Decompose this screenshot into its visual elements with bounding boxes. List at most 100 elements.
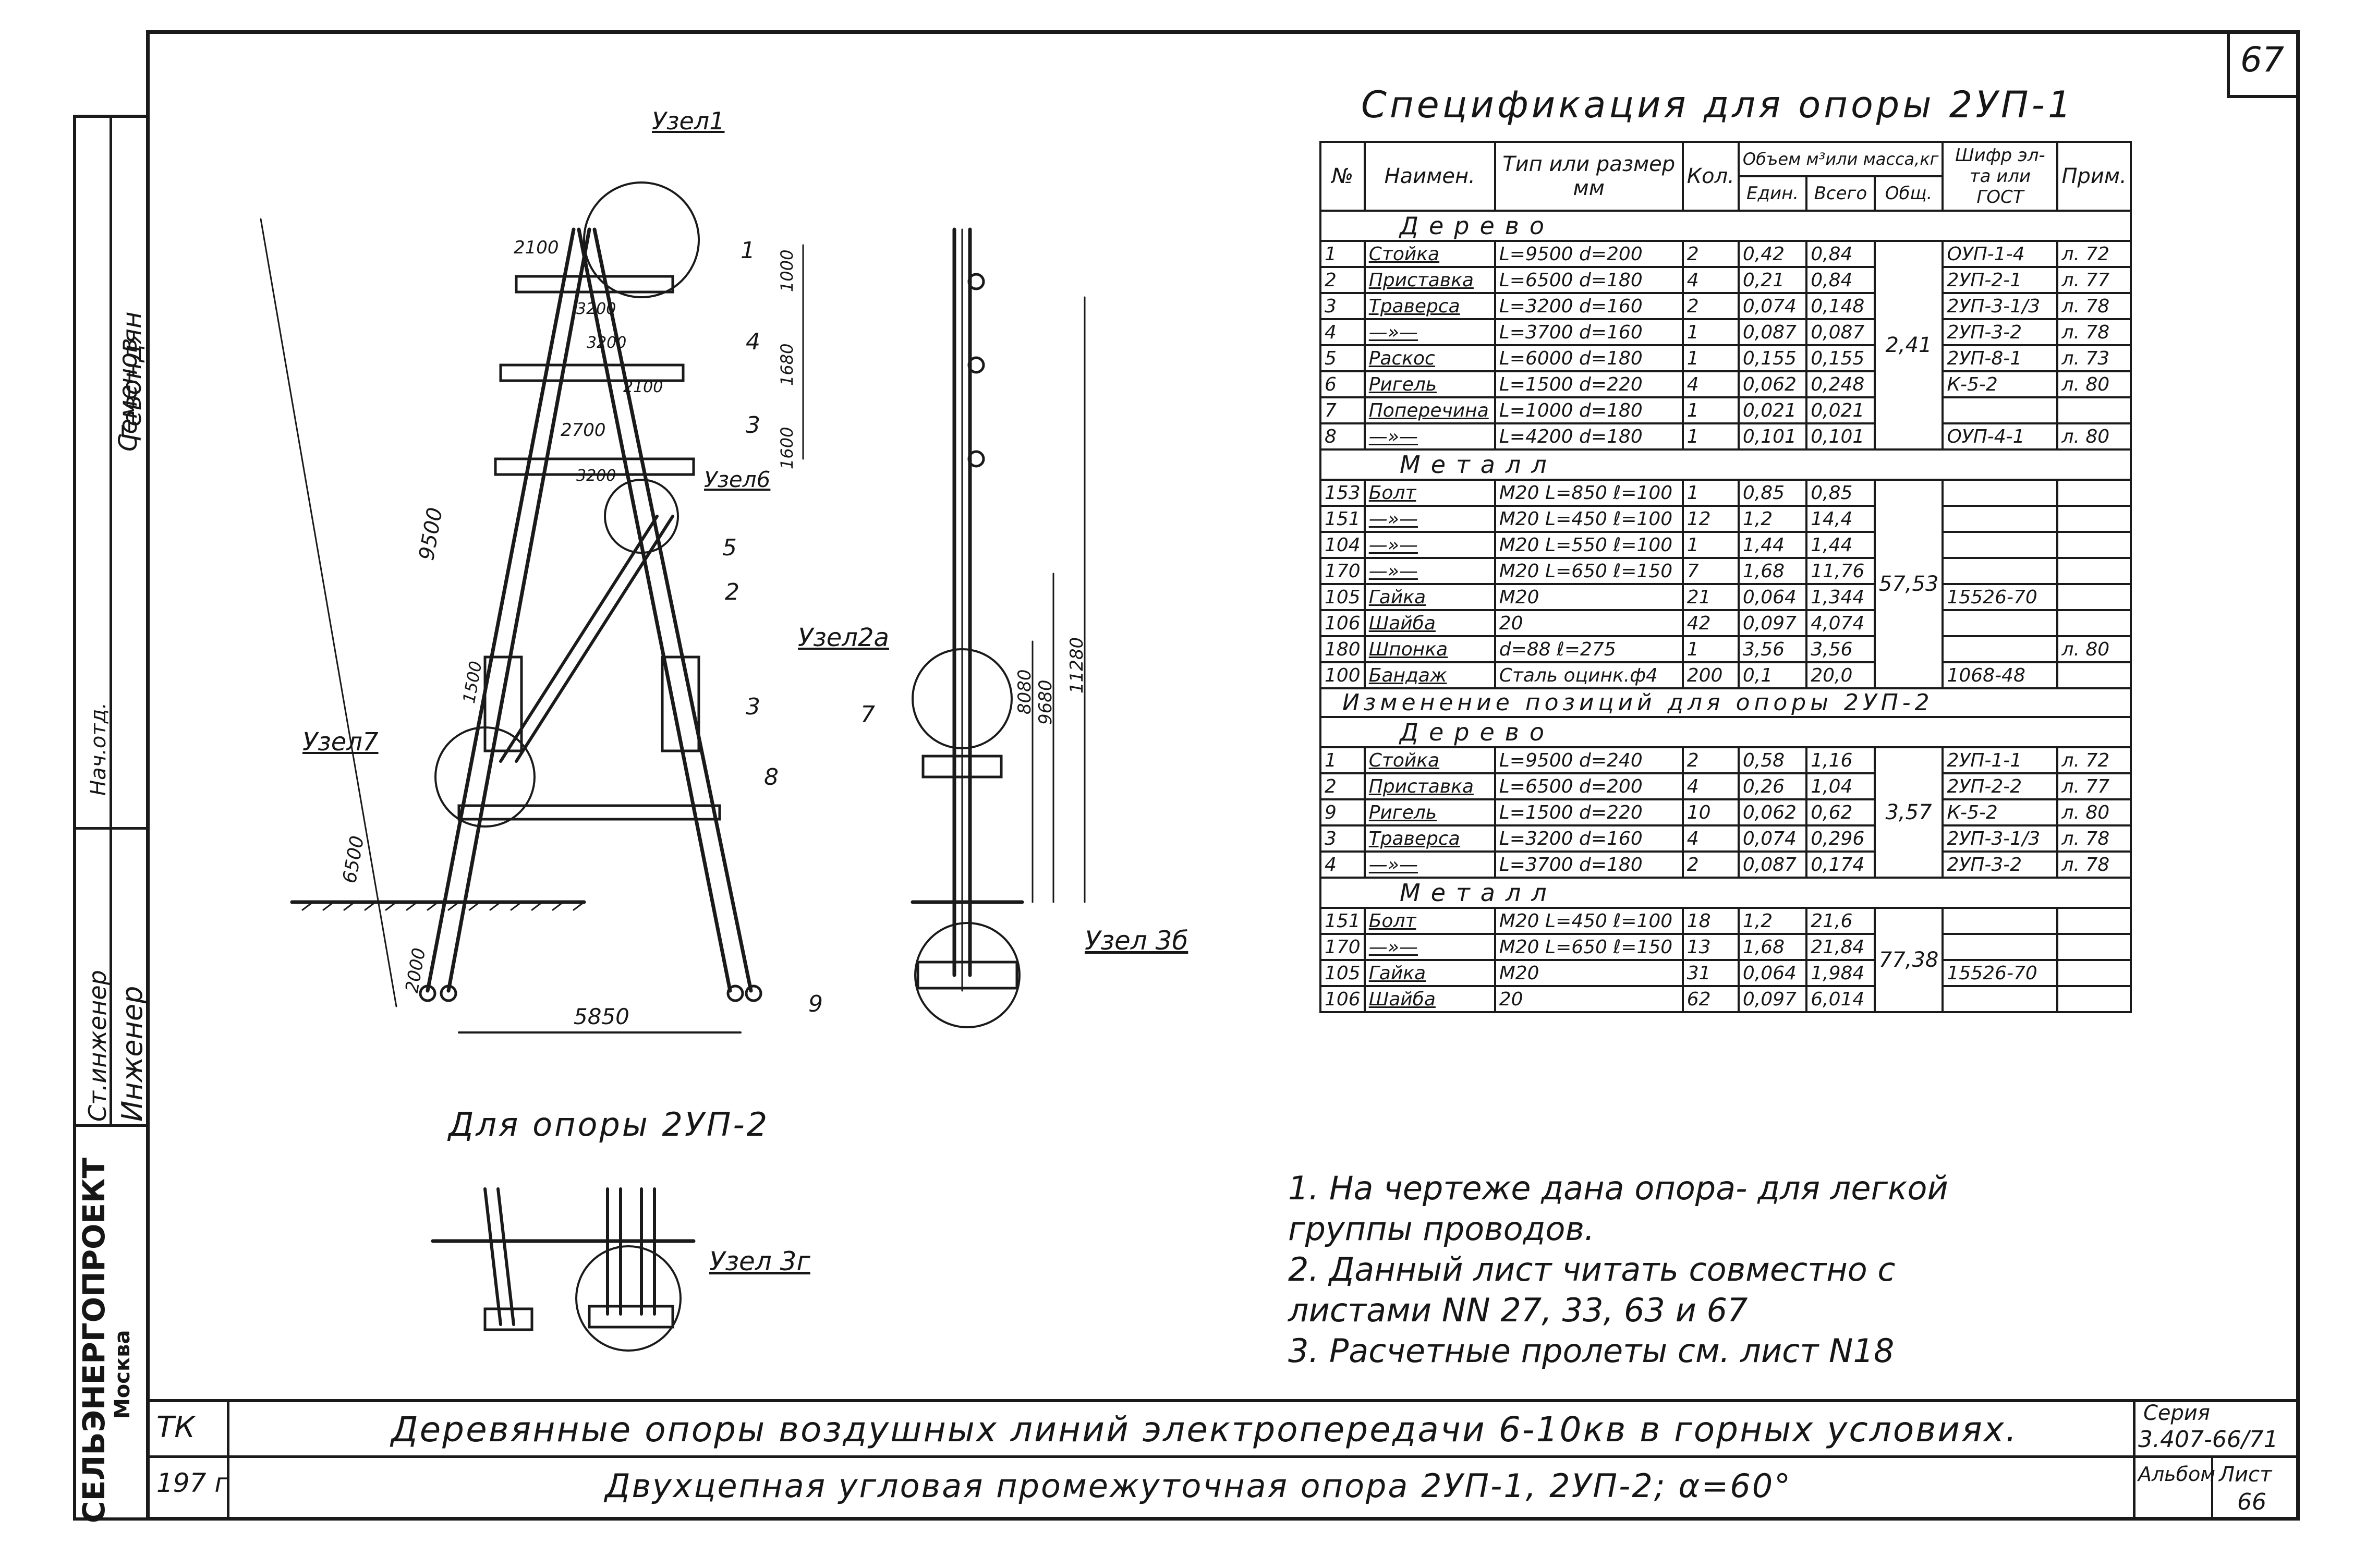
leg-left-inner <box>446 227 591 993</box>
spec-cell-type: L=9500 d=200 <box>1494 240 1684 268</box>
spec-cell-name: Приставка <box>1363 266 1496 294</box>
part-number-5: 5 <box>722 534 737 561</box>
clamp-left <box>483 655 523 752</box>
crossarm-2 <box>499 363 685 382</box>
spec-cell-total: 1,344 <box>1805 583 1876 611</box>
spec-section-title: Металл <box>1319 877 2132 909</box>
spec-cell-unit: 0,062 <box>1737 798 1808 826</box>
spec-cell-note <box>2056 907 2132 935</box>
spec-cell-unit: 0,155 <box>1737 344 1808 372</box>
spec-cell-code: 2УП-2-1 <box>1942 266 2059 294</box>
spec-cell-total: 4,074 <box>1805 609 1876 637</box>
spec-cell-num: 7 <box>1319 396 1366 424</box>
note-line: 3. Расчетные пролеты см. лист N18 <box>1288 1332 1895 1370</box>
spec-cell-unit: 3,56 <box>1737 635 1808 663</box>
dim-label-1680: 1680 <box>777 343 797 386</box>
spec-cell-unit: 0,087 <box>1737 850 1808 879</box>
spec-cell-unit: 1,44 <box>1737 531 1808 559</box>
spec-cell-unit: 0,064 <box>1737 583 1808 611</box>
spec-cell-total: 0,62 <box>1805 798 1876 826</box>
spec-cell-unit: 1,2 <box>1737 907 1808 935</box>
spec-cell-num: 4 <box>1319 850 1366 879</box>
spec-cell-code <box>1942 933 2059 961</box>
spec-cell-name: Болт <box>1363 907 1496 935</box>
spec-cell-code <box>1942 396 2059 424</box>
spec-cell-unit: 1,2 <box>1737 505 1808 533</box>
spec-cell-total: 0,296 <box>1805 824 1876 853</box>
leg-right-outer <box>592 227 753 993</box>
spec-cell-total: 1,04 <box>1805 772 1876 800</box>
spec-cell-type: 20 <box>1494 985 1684 1013</box>
part-number-4: 4 <box>746 329 760 355</box>
part-number-7: 7 <box>860 701 875 728</box>
tb-line2: Двухцепная угловая промежуточная опора 2… <box>605 1467 1792 1505</box>
spec-cell-code: 1068-48 <box>1942 661 2059 689</box>
tb-series-value: 3.407-66/71 <box>2138 1426 2278 1453</box>
spec-cell-unit: 0,1 <box>1737 661 1808 689</box>
spec-cell-code: 2УП-3-2 <box>1942 318 2059 346</box>
spec-cell-code: ОУП-4-1 <box>1942 422 2059 451</box>
spec-cell-num: 106 <box>1319 985 1366 1013</box>
spec-cell-num: 170 <box>1319 557 1366 585</box>
title-block: ТК 197 г Деревянные опоры воздушных лини… <box>146 1399 2300 1521</box>
spec-cell-qty: 1 <box>1681 635 1740 663</box>
col-num: № <box>1319 141 1366 212</box>
spec-cell-note: л. 80 <box>2056 635 2132 663</box>
spec-cell-note: л. 78 <box>2056 824 2132 853</box>
spec-cell-type: L=3200 d=160 <box>1494 824 1684 853</box>
spec-cell-code: 2УП-3-1/3 <box>1942 824 2059 853</box>
crossbar <box>457 804 721 821</box>
spec-cell-type: L=1000 d=180 <box>1494 396 1684 424</box>
leg-right-inner <box>577 227 732 993</box>
spec-cell-name: Стойка <box>1363 240 1496 268</box>
spec-cell-qty: 2 <box>1681 746 1740 774</box>
spec-cell-total: 21,6 <box>1805 907 1876 935</box>
dim-label-9680: 9680 <box>1035 679 1056 725</box>
note-line: 1. На чертеже дана опора- для легкой <box>1288 1169 1948 1207</box>
part-number-9: 9 <box>808 991 823 1017</box>
spec-cell-total: 21,84 <box>1805 933 1876 961</box>
spec-cell-unit: 0,064 <box>1737 959 1808 987</box>
tb-series-label: Серия <box>2143 1401 2210 1425</box>
node-1-label: Узел1 <box>652 107 725 135</box>
spec-cell-num: 151 <box>1319 505 1366 533</box>
spec-cell-note <box>2056 557 2132 585</box>
spec-cell-mass-total: 77,38 <box>1873 907 1944 1013</box>
spec-cell-qty: 62 <box>1681 985 1740 1013</box>
spec-cell-qty: 200 <box>1681 661 1740 689</box>
strip-cell-org: СЕЛЬЭНЕРГОПРОЕКТ Москва <box>76 1124 146 1524</box>
spec-cell-qty: 2 <box>1681 240 1740 268</box>
spec-cell-qty: 13 <box>1681 933 1740 961</box>
tb-sheet-label: Лист <box>2219 1463 2272 1487</box>
dim-label-8080: 8080 <box>1014 669 1035 714</box>
col-type: Тип или размер мм <box>1494 141 1684 212</box>
spec-cell-type: М20 L=650 ℓ=150 <box>1494 557 1684 585</box>
spec-cell-unit: 0,097 <box>1737 985 1808 1013</box>
spec-cell-num: 5 <box>1319 344 1366 372</box>
note-line: 2. Данный лист читать совместно с <box>1288 1250 1896 1289</box>
node-3g-circle <box>575 1245 682 1352</box>
spec-cell-type: М20 L=850 ℓ=100 <box>1494 479 1684 507</box>
spec-cell-unit: 0,087 <box>1737 318 1808 346</box>
spec-cell-type: L=3200 d=160 <box>1494 292 1684 320</box>
spec-cell-unit: 0,21 <box>1737 266 1808 294</box>
part-number-2: 3 <box>746 694 760 720</box>
node-2a-circle <box>912 648 1013 749</box>
spec-cell-qty: 1 <box>1681 479 1740 507</box>
sheet-number: 67 <box>2240 40 2284 80</box>
col-name: Наимен. <box>1363 141 1496 212</box>
note-line: группы проводов. <box>1288 1210 1595 1248</box>
spec-cell-name: Болт <box>1363 479 1496 507</box>
spec-cell-total: 0,148 <box>1805 292 1876 320</box>
spec-cell-total: 0,101 <box>1805 422 1876 451</box>
spec-cell-note <box>2056 959 2132 987</box>
